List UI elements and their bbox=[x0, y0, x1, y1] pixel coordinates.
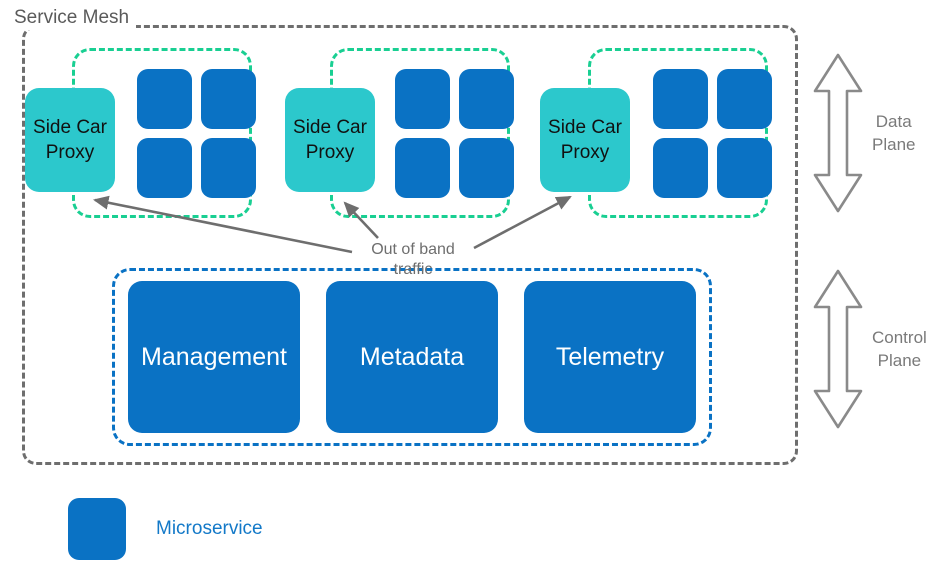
double-arrow-icon bbox=[813, 269, 863, 429]
sidecar-proxy-2: Side Car Proxy bbox=[285, 88, 375, 192]
microservice-box bbox=[653, 69, 708, 129]
control-plane-box-telemetry: Telemetry bbox=[524, 281, 696, 433]
sidecar-proxy-label-line1: Side Car bbox=[293, 117, 367, 138]
legend-swatch-microservice bbox=[68, 498, 126, 560]
service-mesh-title: Service Mesh bbox=[12, 6, 137, 30]
control-plane-boundary: Management Metadata Telemetry bbox=[112, 268, 712, 446]
microservice-grid-2 bbox=[395, 69, 515, 198]
legend-label-microservice: Microservice bbox=[156, 518, 263, 539]
data-plane-marker: Data Plane bbox=[812, 52, 915, 214]
legend: Microservice bbox=[68, 498, 263, 560]
microservice-box bbox=[201, 69, 256, 129]
out-of-band-traffic-label: Out of band traffic bbox=[352, 240, 474, 280]
sidecar-proxy-label-line2: Proxy bbox=[45, 142, 95, 163]
sidecar-proxy-label-line1: Side Car bbox=[33, 117, 107, 138]
microservice-box bbox=[395, 138, 450, 198]
data-plane-label: Data Plane bbox=[872, 110, 915, 156]
microservice-box bbox=[717, 69, 772, 129]
microservice-box bbox=[137, 138, 192, 198]
microservice-box bbox=[653, 138, 708, 198]
sidecar-proxy-3: Side Car Proxy bbox=[540, 88, 630, 192]
sidecar-proxy-label-line2: Proxy bbox=[305, 142, 355, 163]
control-plane-label-line2: Plane bbox=[877, 351, 922, 370]
double-arrow-icon bbox=[813, 53, 863, 213]
data-plane-label-line1: Data bbox=[875, 112, 912, 131]
control-plane-label-line1: Control bbox=[872, 328, 927, 347]
out-of-band-traffic-line2: traffic bbox=[393, 261, 433, 278]
control-plane-marker: Control Plane bbox=[812, 268, 927, 430]
microservice-box bbox=[137, 69, 192, 129]
microservice-grid-1 bbox=[137, 69, 257, 198]
sidecar-proxy-label-line2: Proxy bbox=[560, 142, 610, 163]
microservice-box bbox=[459, 138, 514, 198]
microservice-box bbox=[459, 69, 514, 129]
sidecar-proxy-label-line1: Side Car bbox=[548, 117, 622, 138]
control-plane-label: Control Plane bbox=[872, 326, 927, 372]
service-group-3-boundary bbox=[588, 48, 772, 218]
microservice-grid-3 bbox=[653, 69, 773, 198]
out-of-band-traffic-line1: Out of band bbox=[371, 241, 455, 258]
control-plane-box-metadata: Metadata bbox=[326, 281, 498, 433]
control-plane-box-management: Management bbox=[128, 281, 300, 433]
data-plane-label-line2: Plane bbox=[872, 135, 916, 154]
microservice-box bbox=[717, 138, 772, 198]
service-mesh-boundary bbox=[22, 25, 798, 465]
sidecar-proxy-1: Side Car Proxy bbox=[25, 88, 115, 192]
service-group-2-boundary bbox=[330, 48, 514, 218]
microservice-box bbox=[201, 138, 256, 198]
microservice-box bbox=[395, 69, 450, 129]
